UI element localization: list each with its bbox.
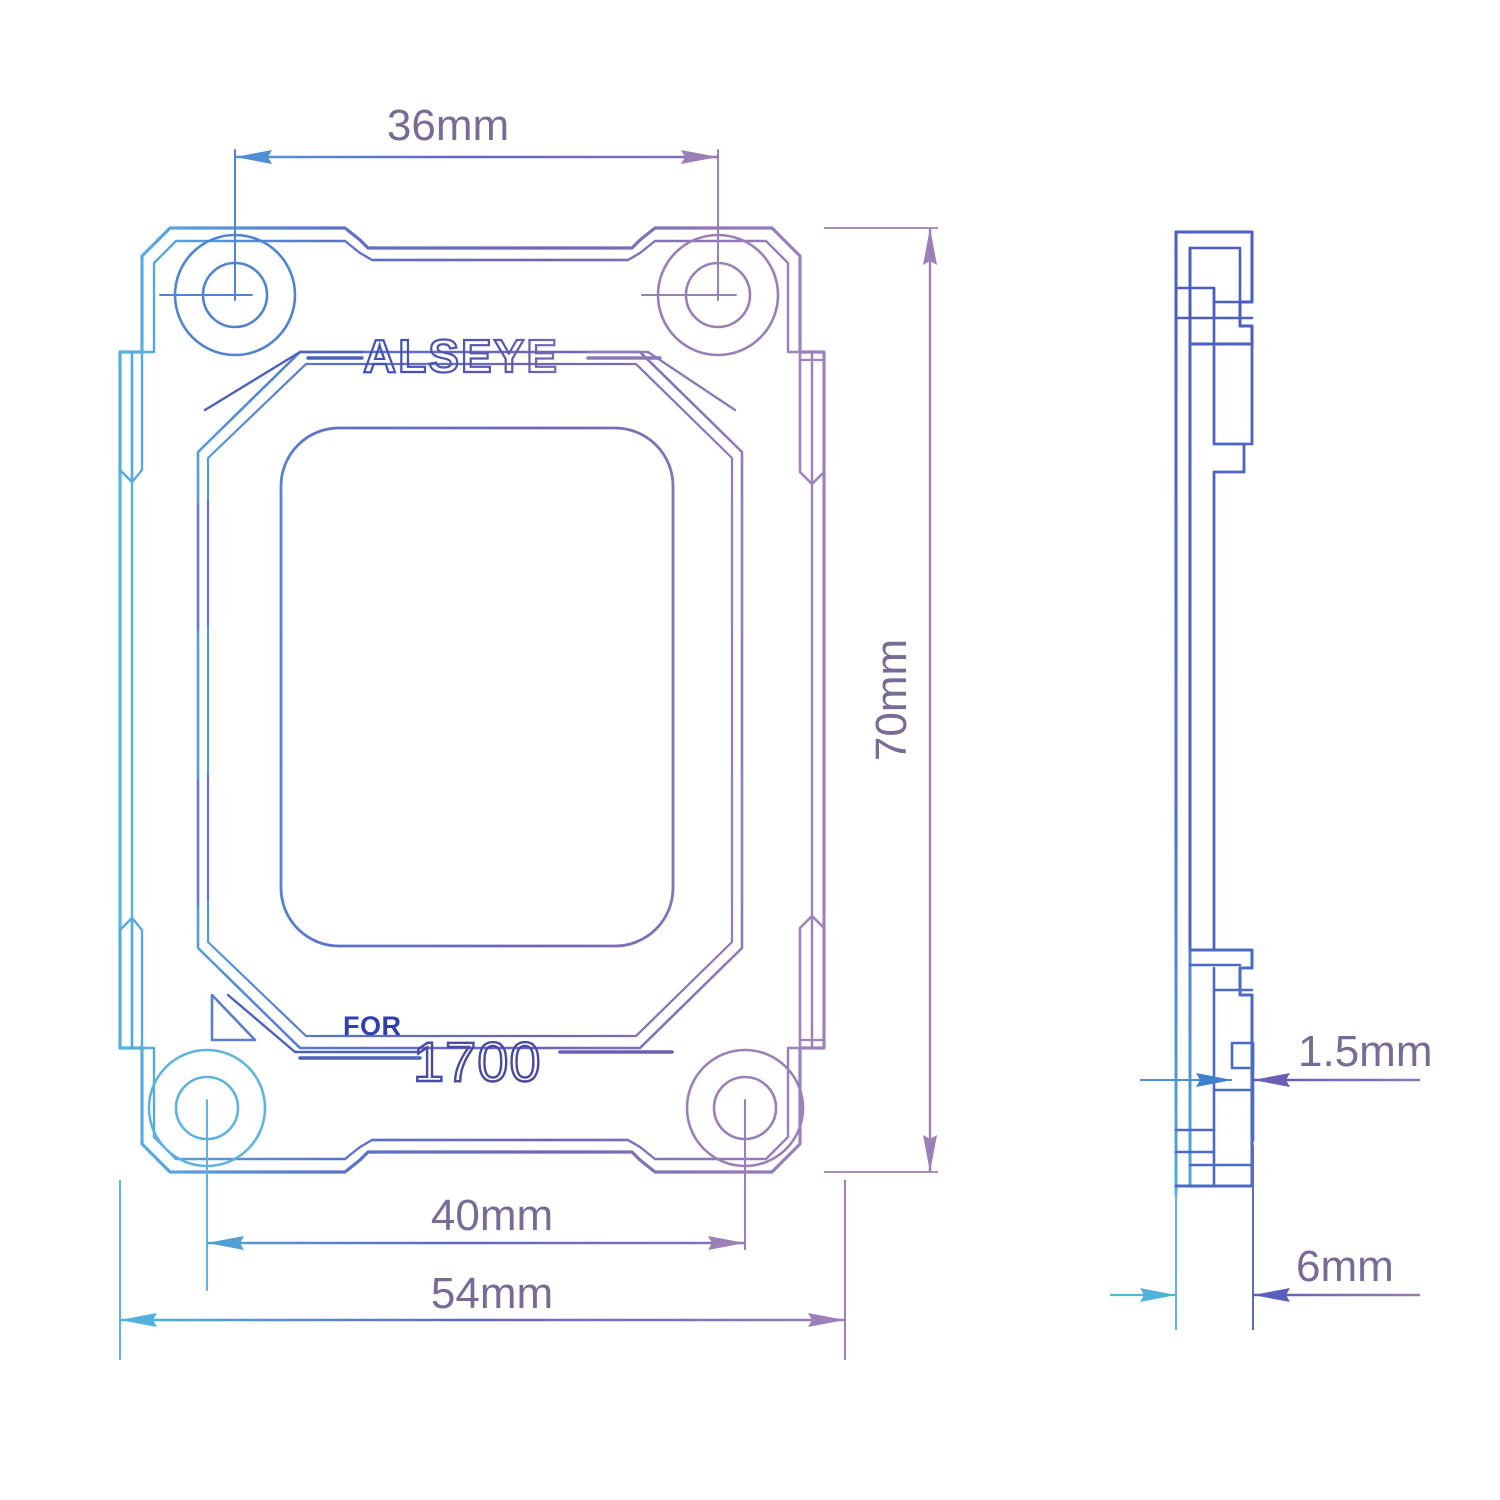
dimension-6mm: 6mm xyxy=(1110,1145,1420,1330)
right-tab-top xyxy=(798,350,826,486)
dimension-label-70mm: 70mm xyxy=(867,639,916,761)
left-tab-bottom xyxy=(118,916,144,1050)
dimension-label-36mm: 36mm xyxy=(387,101,509,150)
bracket-outer-inner-offset xyxy=(130,239,814,1161)
top-edge-notch xyxy=(370,246,630,262)
right-tab-bottom xyxy=(798,914,826,1050)
hole-centerlines xyxy=(159,149,746,1291)
model-leader-line xyxy=(226,993,674,1060)
dimension-54mm: 54mm xyxy=(119,1180,846,1360)
dimension-1-5mm: 1.5mm xyxy=(1140,1027,1432,1087)
side-view xyxy=(1174,230,1255,1197)
dimension-label-6mm: 6mm xyxy=(1296,1242,1394,1291)
model-number-text: 1700 xyxy=(413,1030,542,1093)
front-view: ALSEYE FOR 1700 xyxy=(118,149,826,1291)
for-label: FOR xyxy=(343,1011,402,1041)
inner-frame-score-lines xyxy=(196,498,744,907)
dimension-label-54mm: 54mm xyxy=(431,1269,553,1318)
left-tab-top xyxy=(118,350,144,484)
dimension-label-40mm: 40mm xyxy=(431,1191,553,1240)
brand-logo-text: ALSEYE xyxy=(363,330,559,382)
side-top-profile xyxy=(1174,230,1254,346)
dimension-70mm: 70mm xyxy=(824,227,938,1173)
dimension-40mm: 40mm xyxy=(206,1170,746,1250)
center-window xyxy=(279,426,675,948)
triangle-marker-icon xyxy=(210,993,257,1042)
side-middle-profile xyxy=(1188,342,1254,952)
dimension-36mm: 36mm xyxy=(234,101,719,232)
side-bottom-profile xyxy=(1174,948,1255,1188)
bracket-outer-outline xyxy=(118,226,826,1174)
dimension-label-1-5mm: 1.5mm xyxy=(1298,1027,1432,1076)
bottom-edge-notch xyxy=(370,1138,630,1154)
logo-leader-lines xyxy=(203,350,737,412)
